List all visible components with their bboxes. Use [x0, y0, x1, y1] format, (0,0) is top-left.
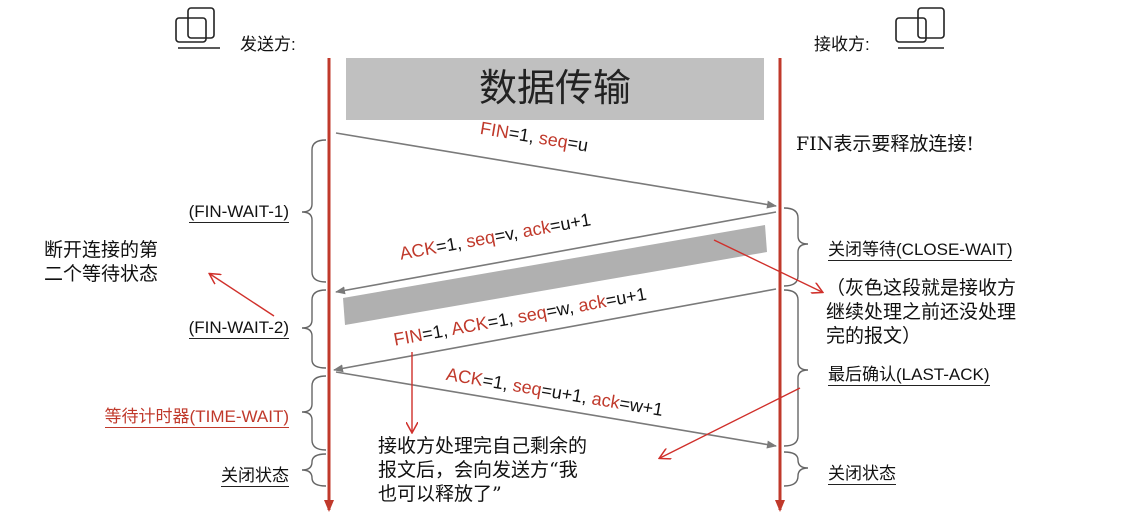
- msg-value: =1,: [434, 231, 469, 258]
- msg-key: seq: [511, 375, 544, 400]
- msg-key: ack: [590, 388, 622, 413]
- annotation-gray-segment: （灰色这段就是接收方 继续处理之前还没处理 完的报文）: [826, 277, 1017, 347]
- state-fin-wait-1-wrap: (FIN-WAIT-1): [188, 202, 289, 223]
- msg-value: =v,: [493, 221, 525, 247]
- state-sender-closed: 关闭状态: [221, 466, 289, 487]
- msg-value: =u: [566, 132, 590, 156]
- msg-value: =1,: [481, 370, 515, 395]
- msg-key: FIN: [478, 118, 511, 143]
- fin-arrow: [335, 132, 777, 209]
- state-close-wait-wrap: 关闭等待(CLOSE-WAIT): [828, 235, 1013, 261]
- msg-key: seq: [516, 301, 549, 327]
- data-transfer-banner: 数据传输: [346, 58, 764, 120]
- annotation-second-wait: 断开连接的第 二个等待状态: [44, 239, 159, 285]
- annot-arrow-gray-segment: [713, 239, 822, 292]
- sender-braces: [301, 139, 327, 487]
- final-ack-arrow: [335, 371, 777, 449]
- state-sender-closed-wrap: 关闭状态: [221, 461, 289, 487]
- state-receiver-closed-wrap: 关闭状态: [828, 459, 896, 485]
- sender-computer-icon: [175, 7, 220, 49]
- state-time-wait-wrap: 等待计时器(TIME-WAIT): [104, 402, 289, 428]
- receiver-computer-icon: [895, 7, 945, 49]
- state-fin-wait-2: (FIN-WAIT-2): [188, 318, 289, 339]
- ack-arrow: [335, 211, 777, 295]
- receiver-label: 接收方:: [814, 35, 870, 54]
- state-close-wait: 关闭等待(CLOSE-WAIT): [828, 240, 1013, 261]
- fin-ack-arrow: [333, 288, 777, 373]
- state-last-ack: 最后确认(LAST-ACK): [828, 365, 990, 386]
- state-time-wait: 等待计时器(TIME-WAIT): [104, 407, 289, 428]
- annotation-receiver-done: 接收方处理完自己剩余的 报文后，会向发送方“我 也可以释放了”: [378, 435, 588, 505]
- msg-value: =1,: [485, 307, 520, 333]
- state-last-ack-wrap: 最后确认(LAST-ACK): [828, 360, 990, 386]
- fin-meaning-note: FIN表示要释放连接!: [796, 133, 974, 155]
- msg-value: =1,: [420, 319, 454, 345]
- state-fin-wait-2-wrap: (FIN-WAIT-2): [188, 318, 289, 339]
- state-receiver-closed: 关闭状态: [828, 464, 896, 485]
- annot-arrow-last-ack: [660, 387, 801, 458]
- gray-processing-bar: [343, 225, 767, 325]
- msg-value: =1,: [507, 122, 541, 148]
- sender-label: 发送方:: [240, 35, 296, 54]
- msg-key: ack: [576, 291, 608, 316]
- msg-key: FIN: [392, 324, 425, 350]
- state-fin-wait-1: (FIN-WAIT-1): [188, 202, 289, 223]
- receiver-braces: [783, 207, 809, 487]
- annot-arrow-second-wait: [210, 274, 275, 317]
- msg-key: ack: [520, 216, 552, 242]
- msg-key: seq: [537, 127, 570, 153]
- msg-key: seq: [464, 226, 497, 252]
